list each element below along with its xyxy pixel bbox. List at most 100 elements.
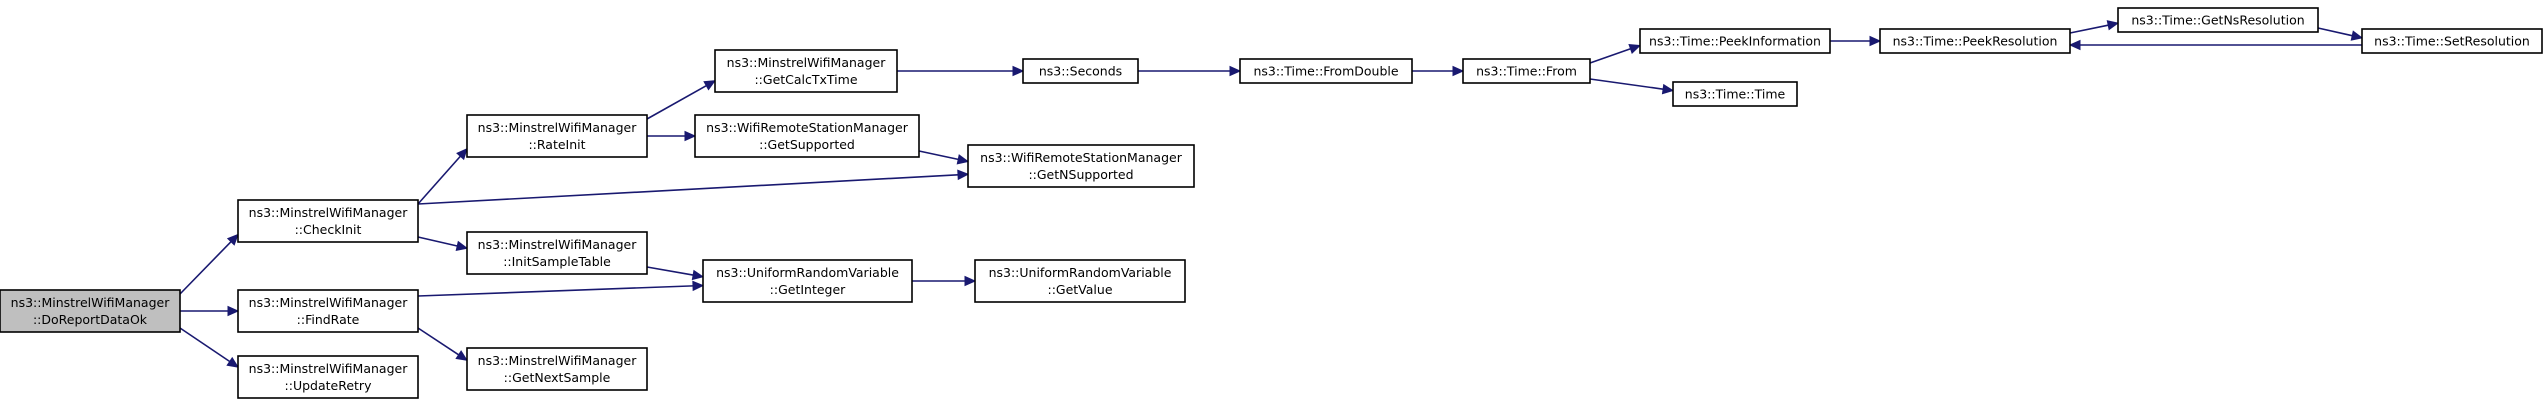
arrowhead bbox=[1869, 35, 1882, 47]
node-peek-resolution[interactable]: ns3::Time::PeekResolution bbox=[1879, 28, 2071, 54]
edge-do-report-data-ok-to-check-init bbox=[179, 241, 232, 295]
node-box bbox=[702, 259, 913, 303]
node-init-sample-table[interactable]: ns3::MinstrelWifiManager::InitSampleTabl… bbox=[466, 231, 648, 275]
node-label-line: ns3::Time::FromDouble bbox=[1253, 64, 1398, 79]
edge-find-rate-to-get-integer bbox=[417, 285, 694, 297]
node-label-line: ::RateInit bbox=[528, 137, 585, 152]
arrowhead bbox=[2350, 30, 2364, 41]
node-label-line: ns3::MinstrelWifiManager bbox=[478, 353, 638, 368]
arrowhead bbox=[227, 305, 240, 317]
node-seconds[interactable]: ns3::Seconds bbox=[1022, 58, 1139, 84]
node-box bbox=[1022, 58, 1139, 84]
arrowhead bbox=[1661, 83, 1675, 95]
node-label-line: ns3::MinstrelWifiManager bbox=[249, 361, 409, 376]
node-label-line: ns3::Time::PeekResolution bbox=[1893, 34, 2058, 49]
edge-check-init-to-get-n-supported bbox=[417, 173, 959, 205]
arrowhead bbox=[691, 269, 705, 281]
node-find-rate[interactable]: ns3::MinstrelWifiManager::FindRate bbox=[237, 289, 419, 333]
node-get-integer[interactable]: ns3::UniformRandomVariable::GetInteger bbox=[702, 259, 913, 303]
node-label-line: ::GetSupported bbox=[759, 137, 855, 152]
nodes-layer: ns3::MinstrelWifiManager::DoReportDataOk… bbox=[0, 7, 2543, 399]
arrowhead bbox=[455, 240, 469, 252]
arrowhead bbox=[684, 130, 697, 142]
node-check-init[interactable]: ns3::MinstrelWifiManager::CheckInit bbox=[237, 199, 419, 243]
node-label-line: ::InitSampleTable bbox=[503, 254, 611, 269]
node-set-resolution[interactable]: ns3::Time::SetResolution bbox=[2361, 28, 2543, 54]
node-label-line: ns3::Time::SetResolution bbox=[2374, 34, 2530, 49]
arrowhead bbox=[703, 80, 717, 91]
node-rate-init[interactable]: ns3::MinstrelWifiManager::RateInit bbox=[466, 114, 648, 158]
node-label-line: ::GetCalcTxTime bbox=[754, 72, 857, 87]
edge-peek-resolution-to-get-ns-resolution bbox=[2069, 24, 2109, 34]
node-get-calc-tx-time[interactable]: ns3::MinstrelWifiManager::GetCalcTxTime bbox=[714, 49, 898, 93]
node-box bbox=[1879, 28, 2071, 54]
arrowhead bbox=[226, 233, 239, 246]
node-label-line: ::GetNextSample bbox=[504, 370, 611, 385]
edge-do-report-data-ok-to-update-retry bbox=[179, 327, 231, 363]
arrowhead bbox=[1229, 65, 1242, 77]
node-box bbox=[466, 231, 648, 275]
node-label-line: ::GetNSupported bbox=[1028, 167, 1133, 182]
node-peek-information[interactable]: ns3::Time::PeekInformation bbox=[1639, 28, 1831, 54]
node-box bbox=[0, 289, 181, 333]
node-time-from[interactable]: ns3::Time::From bbox=[1462, 58, 1591, 84]
node-get-n-supported[interactable]: ns3::WifiRemoteStationManager::GetNSuppo… bbox=[967, 144, 1195, 188]
arrowhead bbox=[455, 350, 469, 361]
node-box bbox=[714, 49, 898, 93]
edge-check-init-to-init-sample-table bbox=[417, 236, 458, 247]
arrowhead bbox=[1452, 65, 1465, 77]
node-do-report-data-ok[interactable]: ns3::MinstrelWifiManager::DoReportDataOk bbox=[0, 289, 181, 333]
node-label-line: ns3::WifiRemoteStationManager bbox=[980, 150, 1183, 165]
node-label-line: ::DoReportDataOk bbox=[33, 312, 148, 327]
node-label-line: ns3::Time::From bbox=[1476, 64, 1577, 79]
node-get-next-sample[interactable]: ns3::MinstrelWifiManager::GetNextSample bbox=[466, 347, 648, 391]
node-box bbox=[466, 114, 648, 158]
arrowhead bbox=[2106, 20, 2120, 31]
edge-get-supported-to-get-n-supported bbox=[918, 150, 959, 161]
arrowhead bbox=[2068, 39, 2081, 51]
node-label-line: ns3::MinstrelWifiManager bbox=[478, 237, 638, 252]
arrowhead bbox=[1628, 43, 1642, 54]
node-box bbox=[1462, 58, 1591, 84]
node-label-line: ns3::UniformRandomVariable bbox=[989, 265, 1172, 280]
node-time-time[interactable]: ns3::Time::Time bbox=[1672, 81, 1798, 107]
arrowhead bbox=[226, 356, 240, 368]
node-label-line: ns3::Seconds bbox=[1039, 64, 1122, 79]
node-label-line: ::CheckInit bbox=[295, 222, 362, 237]
node-box bbox=[967, 144, 1195, 188]
edge-init-sample-table-to-get-integer bbox=[646, 266, 694, 276]
node-update-retry[interactable]: ns3::MinstrelWifiManager::UpdateRetry bbox=[237, 355, 419, 399]
edge-time-from-to-peek-information bbox=[1589, 48, 1631, 64]
arrowhead bbox=[957, 169, 970, 181]
arrowhead bbox=[456, 147, 468, 161]
node-from-double[interactable]: ns3::Time::FromDouble bbox=[1239, 58, 1413, 84]
arrowhead bbox=[964, 275, 977, 287]
node-get-supported[interactable]: ns3::WifiRemoteStationManager::GetSuppor… bbox=[694, 114, 920, 158]
node-box bbox=[974, 259, 1186, 303]
edge-check-init-to-rate-init bbox=[417, 155, 461, 205]
node-box bbox=[1639, 28, 1831, 54]
node-label-line: ns3::Time::Time bbox=[1685, 87, 1786, 102]
node-label-line: ns3::Time::GetNsResolution bbox=[2131, 13, 2304, 28]
arrowhead bbox=[692, 280, 705, 292]
node-box bbox=[237, 355, 419, 399]
edge-find-rate-to-get-next-sample bbox=[417, 327, 460, 356]
node-label-line: ns3::MinstrelWifiManager bbox=[478, 120, 638, 135]
node-get-ns-resolution[interactable]: ns3::Time::GetNsResolution bbox=[2117, 7, 2319, 33]
node-label-line: ::FindRate bbox=[297, 312, 360, 327]
node-get-value[interactable]: ns3::UniformRandomVariable::GetValue bbox=[974, 259, 1186, 303]
node-box bbox=[694, 114, 920, 158]
node-label-line: ns3::WifiRemoteStationManager bbox=[706, 120, 909, 135]
edge-rate-init-to-get-calc-tx-time bbox=[646, 84, 707, 120]
arrowhead bbox=[956, 154, 970, 165]
edge-time-from-to-time-time bbox=[1589, 78, 1664, 90]
node-box bbox=[1239, 58, 1413, 84]
node-box bbox=[237, 199, 419, 243]
node-box bbox=[237, 289, 419, 333]
node-label-line: ns3::UniformRandomVariable bbox=[716, 265, 899, 280]
node-label-line: ::GetInteger bbox=[770, 282, 847, 297]
node-box bbox=[2361, 28, 2543, 54]
node-box bbox=[2117, 7, 2319, 33]
node-label-line: ::GetValue bbox=[1047, 282, 1112, 297]
